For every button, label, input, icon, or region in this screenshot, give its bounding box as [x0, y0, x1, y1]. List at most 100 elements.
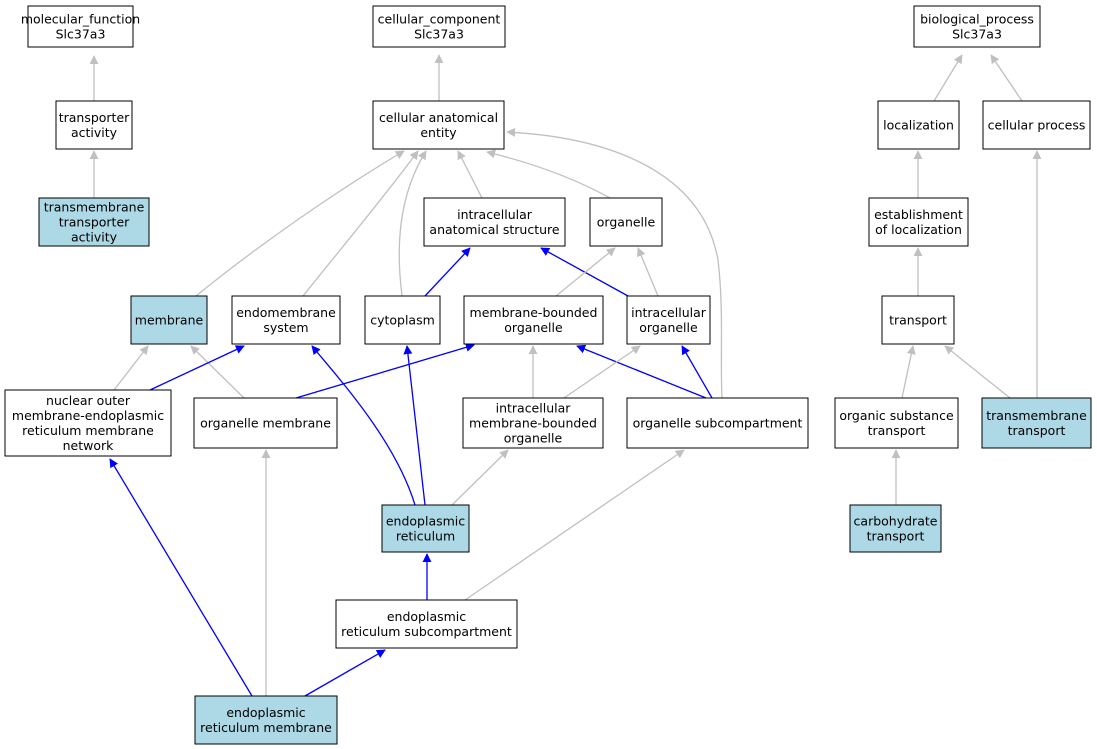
- node-label-line: cytoplasm: [370, 313, 435, 328]
- node-box: [55, 100, 133, 150]
- node-label-line: transport: [1008, 423, 1066, 438]
- node-box: [589, 197, 663, 247]
- edge-is-a-er-subcompartment-to-organelle-subcompartment: [464, 449, 685, 601]
- node-label-line: transport: [867, 529, 925, 544]
- node-label-line: organelle: [504, 320, 563, 335]
- node-box: [335, 599, 518, 649]
- node-box: [231, 295, 341, 345]
- edge-is-a-organic-substance-transport-to-transport: [901, 345, 916, 399]
- node-transport[interactable]: transport: [881, 295, 955, 345]
- node-label-line: Slc37a3: [414, 27, 464, 42]
- edges-layer: [89, 54, 1042, 697]
- node-label-line: cellular process: [988, 118, 1086, 133]
- edge-part-of-nuclear-outer-membrane-er-network-to-endomembrane-system: [149, 345, 245, 391]
- node-membrane[interactable]: membrane: [130, 295, 208, 345]
- edge-is-a-localization-to-biological-process: [933, 54, 963, 102]
- node-label-line: activity: [71, 230, 118, 245]
- node-organelle[interactable]: organelle: [589, 197, 663, 247]
- node-box: [834, 397, 959, 449]
- node-label-line: reticulum subcompartment: [341, 624, 512, 639]
- node-label-line: membrane-bounded: [469, 416, 597, 431]
- node-box: [913, 5, 1041, 48]
- node-box: [130, 295, 208, 345]
- node-box: [849, 504, 942, 553]
- node-cytoplasm[interactable]: cytoplasm: [364, 295, 441, 345]
- node-label-line: carbohydrate: [854, 514, 938, 529]
- node-label-line: endomembrane: [236, 305, 336, 320]
- node-label-line: organelle: [597, 215, 656, 230]
- edge-is-a-intracellular-anatomical-structure-to-cellular-anatomical-entity: [457, 150, 483, 199]
- edge-part-of-organelle-membrane-to-membrane-bounded-organelle: [295, 342, 475, 399]
- node-box: [981, 397, 1092, 449]
- node-organelle-subcompartment[interactable]: organelle subcompartment: [626, 397, 809, 449]
- node-box: [462, 397, 604, 449]
- edge-is-a-membrane-to-cellular-anatomical-entity: [195, 150, 405, 297]
- edge-is-a-endomembrane-system-to-cellular-anatomical-entity: [302, 150, 419, 297]
- node-label-line: organelle: [639, 320, 698, 335]
- node-label-line: network: [63, 438, 115, 453]
- edge-part-of-organelle-subcompartment-to-membrane-bounded-organelle: [576, 344, 707, 399]
- node-label-line: transporter: [59, 110, 130, 125]
- edge-is-a-nuclear-outer-membrane-er-network-to-membrane: [113, 345, 149, 391]
- node-label-line: membrane-endoplasmic: [12, 408, 164, 423]
- edge-part-of-cytoplasm-to-intracellular-anatomical-structure: [424, 247, 471, 297]
- node-organelle-membrane[interactable]: organelle membrane: [193, 397, 338, 449]
- edge-is-a-organelle-to-cellular-anatomical-entity: [486, 149, 611, 199]
- node-label-line: transmembrane: [986, 408, 1087, 423]
- node-box: [4, 389, 172, 457]
- node-label-line: intracellular: [457, 207, 533, 222]
- node-label-line: biological_process: [920, 12, 1034, 27]
- node-label-line: reticulum membrane: [200, 720, 332, 735]
- node-box: [463, 295, 604, 345]
- edge-is-a-endoplasmic-reticulum-to-intracellular-membrane-bounded-organelle: [451, 449, 509, 506]
- node-label-line: nuclear outer: [46, 393, 131, 408]
- edge-is-a-organelle-subcompartment-to-cellular-anatomical-entity: [506, 127, 723, 399]
- edge-is-a-organelle-membrane-to-membrane: [190, 345, 245, 399]
- node-cellular-process[interactable]: cellular process: [982, 100, 1091, 150]
- node-label-line: anatomical structure: [429, 222, 559, 237]
- node-label-line: establishment: [874, 207, 963, 222]
- node-localization[interactable]: localization: [877, 100, 960, 150]
- node-label-line: reticulum membrane: [22, 423, 154, 438]
- node-box: [364, 295, 441, 345]
- node-box: [881, 295, 955, 345]
- node-label-line: endoplasmic: [387, 609, 466, 624]
- edge-is-a-cytoplasm-to-cellular-anatomical-entity: [398, 150, 427, 297]
- node-label-line: transport: [889, 313, 947, 328]
- node-box: [27, 5, 134, 48]
- node-label-line: transmembrane: [44, 200, 145, 215]
- edge-part-of-organelle-subcompartment-to-intracellular-organelle: [681, 345, 713, 399]
- node-label-line: membrane-bounded: [470, 305, 598, 320]
- node-label-line: activity: [71, 125, 118, 140]
- node-box: [193, 397, 338, 449]
- node-box: [868, 197, 969, 247]
- edge-part-of-er-membrane-to-nuclear-outer-membrane-er-network: [109, 458, 253, 697]
- node-label-line: cellular_component: [378, 12, 501, 27]
- node-box: [381, 504, 470, 553]
- node-label-line: cellular anatomical: [379, 110, 498, 125]
- node-label-line: organelle membrane: [200, 416, 331, 431]
- node-label-line: intracellular: [631, 305, 707, 320]
- node-nuclear-outer-membrane-er-network[interactable]: nuclear outermembrane-endoplasmicreticul…: [4, 389, 172, 457]
- node-label-line: organelle: [504, 431, 563, 446]
- node-label-line: entity: [420, 125, 457, 140]
